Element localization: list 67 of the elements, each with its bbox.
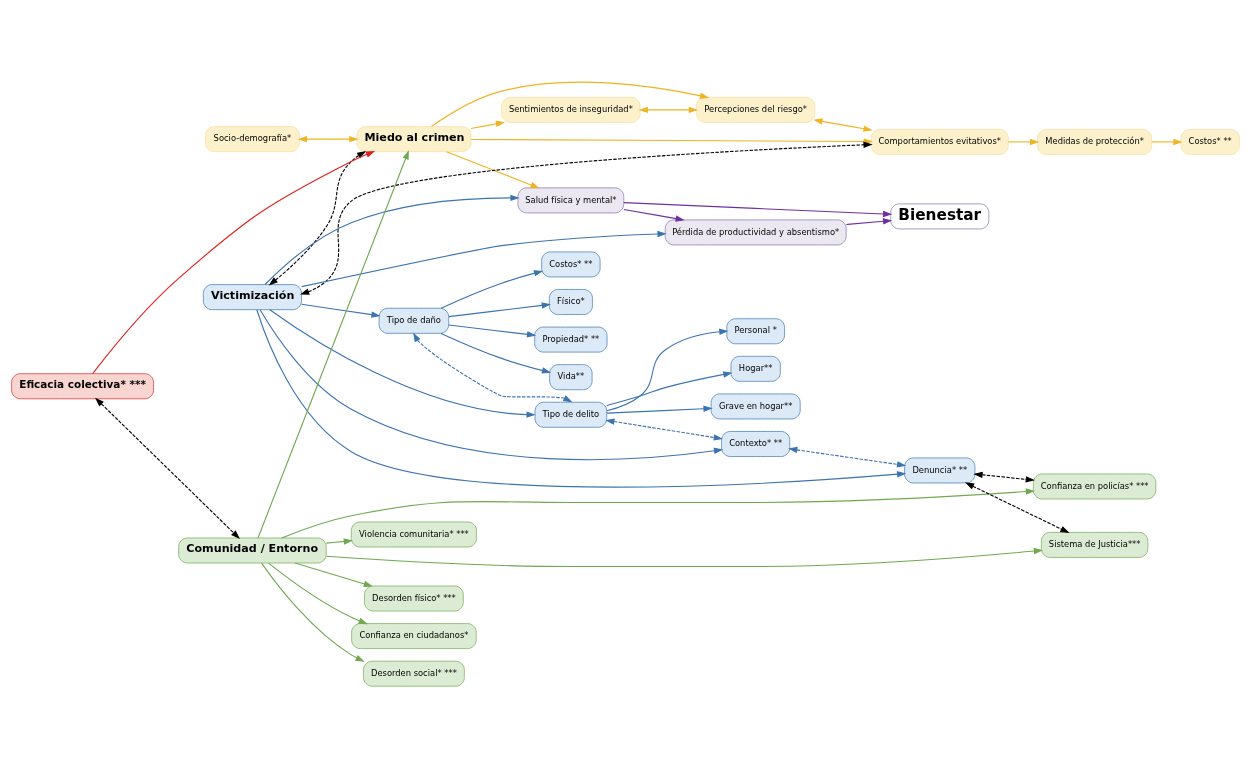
arrow xyxy=(301,303,381,318)
arrow xyxy=(413,332,573,403)
node-box: Denuncia* ** xyxy=(904,457,976,484)
arrow xyxy=(1007,138,1040,146)
node-box: Confianza en ciudadanos* xyxy=(351,623,477,649)
arrow xyxy=(281,488,1035,539)
node-box: Socio-demografía* xyxy=(205,126,300,152)
arrow xyxy=(606,328,729,412)
arrow xyxy=(294,562,373,587)
node-box: Sistema de Justicia*** xyxy=(1041,532,1149,558)
node-box: Contexto* ** xyxy=(721,431,791,457)
node-box: Personal * xyxy=(726,318,785,345)
node-box: Desorden físico* *** xyxy=(364,585,464,612)
node-box: Salud física y mental* xyxy=(517,187,625,214)
node-box: Costos* ** xyxy=(541,251,601,278)
arrow xyxy=(623,202,893,218)
arrow xyxy=(257,150,409,539)
node-box: Hogar** xyxy=(730,355,781,382)
arrow xyxy=(297,135,359,143)
node-box: Desorden social* *** xyxy=(363,660,465,687)
node-box: Confianza en policías* *** xyxy=(1033,473,1157,500)
node-box: Vida** xyxy=(549,364,593,391)
arrow xyxy=(95,397,240,539)
arrow xyxy=(261,562,365,662)
arrow xyxy=(964,482,1070,534)
node-box: Físico* xyxy=(548,289,593,315)
node-box: Victimización xyxy=(203,284,302,310)
arrow xyxy=(440,332,552,374)
arrow xyxy=(605,418,723,441)
node-box: Propiedad* ** xyxy=(534,326,608,353)
node-box: Costos* ** xyxy=(1180,129,1240,155)
arrow xyxy=(268,150,367,286)
node-box: Medidas de protección* xyxy=(1037,129,1153,155)
arrow xyxy=(264,194,520,286)
arrow xyxy=(606,371,733,407)
arrow xyxy=(300,141,873,295)
arrow xyxy=(325,547,1044,568)
arrow xyxy=(325,538,353,545)
arrow xyxy=(440,270,544,309)
arrow xyxy=(623,208,685,222)
arrow xyxy=(470,120,506,130)
arrow xyxy=(430,81,710,127)
node-box: Grave en hogar** xyxy=(710,393,801,420)
arrow xyxy=(845,218,893,226)
node-box: Eficacia colectiva* *** xyxy=(11,373,154,400)
node-box: Bienestar xyxy=(890,203,990,230)
node-box: Violencia comunitaria* *** xyxy=(350,521,477,548)
arrow xyxy=(813,118,873,132)
arrow xyxy=(973,471,1035,483)
node-box: Miedo al crimen xyxy=(356,126,472,152)
node-box: Comportamientos evitativos* xyxy=(870,129,1009,155)
arrow xyxy=(606,405,713,414)
arrow xyxy=(1151,138,1183,146)
arrow xyxy=(92,151,376,375)
arrow xyxy=(448,324,537,338)
arrow xyxy=(267,562,368,625)
node-box: Tipo de delito xyxy=(534,401,608,428)
node-box: Percepciones del riesgo* xyxy=(696,97,816,123)
node-box: Comunidad / Entorno xyxy=(178,537,327,564)
arrow xyxy=(445,151,540,189)
node-box: Sentimientos de inseguridad* xyxy=(501,97,641,123)
node-box: Tipo de daño xyxy=(378,307,450,334)
node-box: Pérdida de productividad y absentismo* xyxy=(664,219,847,246)
arrow xyxy=(638,106,698,114)
arrow xyxy=(301,230,667,288)
arrow xyxy=(788,446,907,468)
arrow xyxy=(448,302,551,318)
